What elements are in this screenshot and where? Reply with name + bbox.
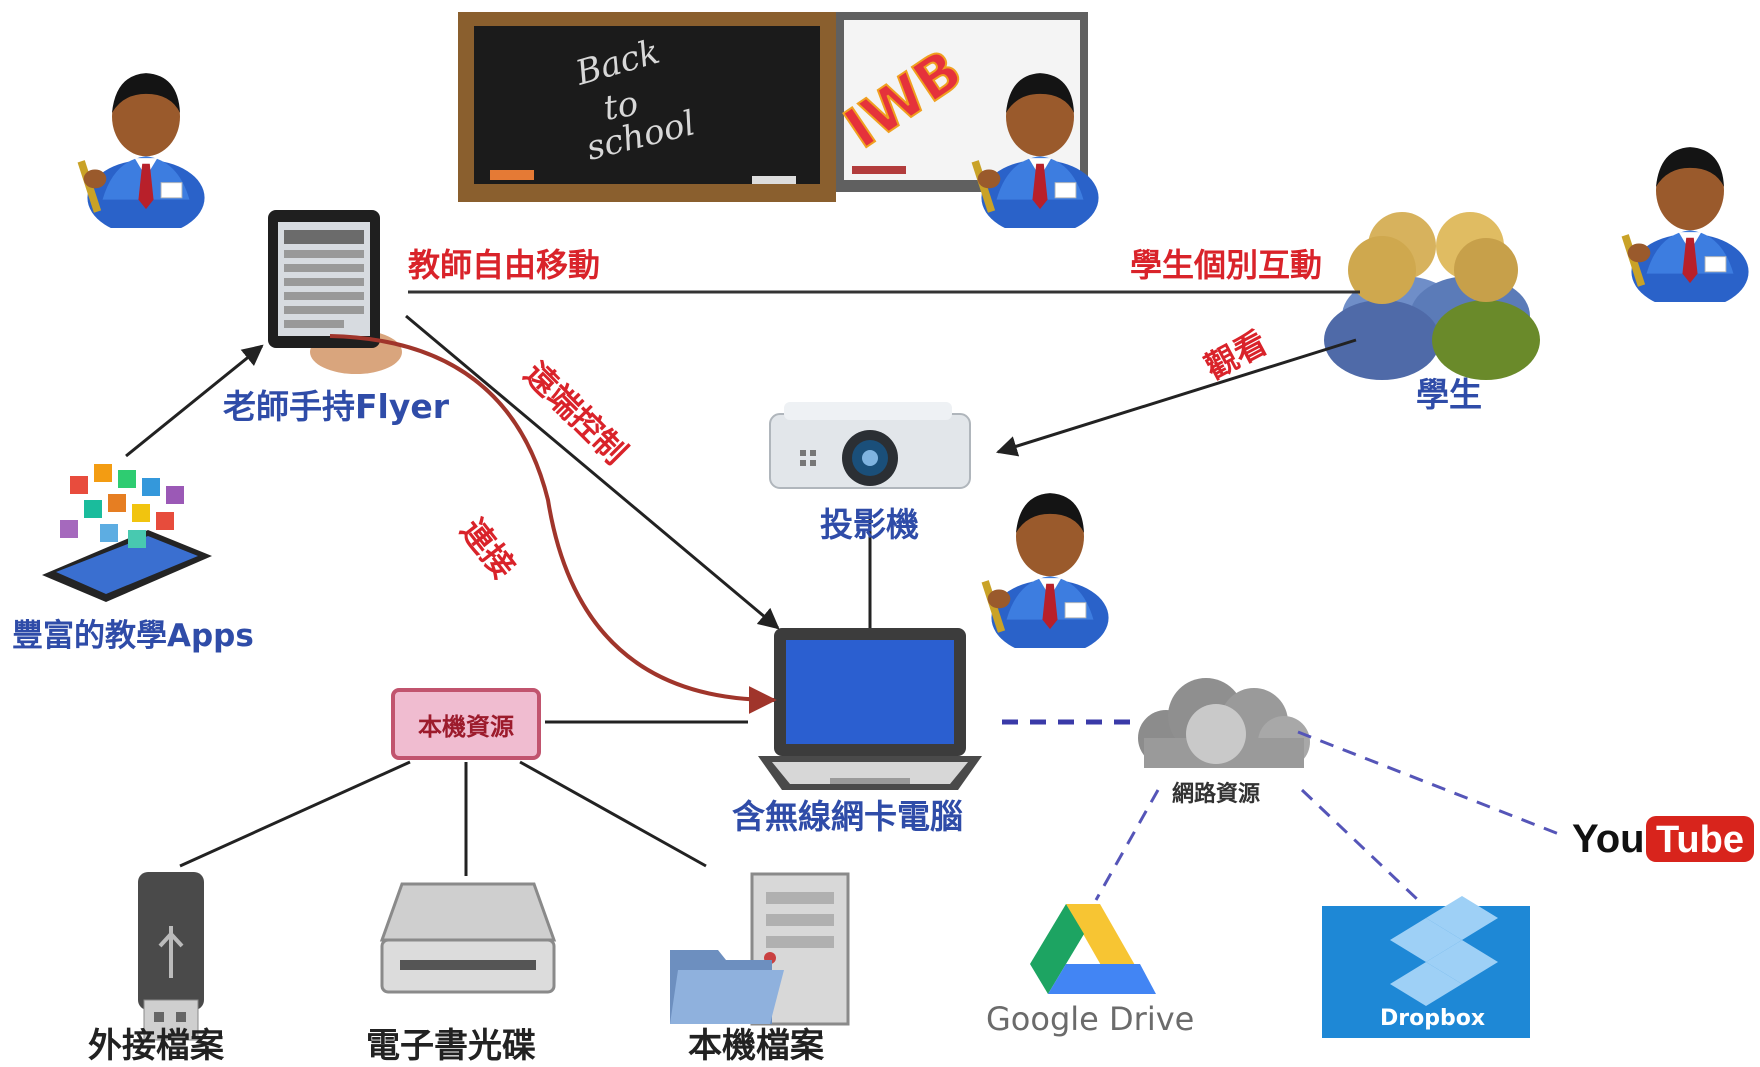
disc-drive-icon: [379, 882, 557, 994]
edge-local-to-server: [519, 760, 707, 868]
google-drive-icon: [1030, 904, 1156, 994]
youtube-you: You: [1572, 817, 1645, 861]
label-computer: 含無線網卡電腦: [732, 797, 963, 836]
apps-tablet-icon: [42, 464, 212, 602]
students-group-icon: [1324, 212, 1540, 380]
label-teacher-move: 教師自由移動: [408, 246, 601, 284]
chalkboard: Back to school: [458, 12, 836, 202]
label-students: 學生: [1416, 375, 1482, 414]
label-apps: 豐富的教學Apps: [12, 618, 254, 654]
label-teacher-flyer: 老師手持Flyer: [223, 387, 450, 426]
dropbox-icon: [1322, 896, 1530, 1038]
local-resource-box: 本機資源: [391, 688, 541, 760]
chalk-line-2: to: [601, 84, 642, 129]
label-ebook-disc: 電子書光碟: [366, 1026, 536, 1066]
label-projector: 投影機: [820, 505, 919, 544]
youtube-tube: Tube: [1656, 819, 1744, 861]
edge-cloud-to-drive: [1094, 789, 1160, 901]
label-dropbox: Dropbox: [1380, 1006, 1486, 1031]
edge-connect-curve: [329, 334, 777, 714]
projector-icon: [769, 402, 971, 489]
edge-flyer-to-computer: [405, 314, 780, 630]
youtube-logo: You Tube: [1572, 816, 1754, 862]
label-network-resource: 網路資源: [1172, 776, 1261, 808]
label-student-interact: 學生個別互動: [1130, 246, 1323, 284]
edge-local-to-usb: [179, 760, 411, 868]
edge-apps-to-flyer: [125, 344, 264, 458]
cloud-icon: [1138, 678, 1310, 768]
label-local-files: 本機檔案: [688, 1026, 824, 1066]
server-folder-icon: [670, 872, 850, 1026]
edge-students-to-projector: [995, 338, 1357, 457]
laptop-icon: [758, 628, 982, 790]
label-external-files: 外接檔案: [88, 1026, 224, 1066]
edge-cloud-to-dropbox: [1300, 788, 1420, 902]
edge-cloud-to-youtube: [1297, 730, 1565, 838]
label-google-drive: Google Drive: [986, 1000, 1195, 1038]
usb-drive-icon: [138, 872, 204, 1041]
